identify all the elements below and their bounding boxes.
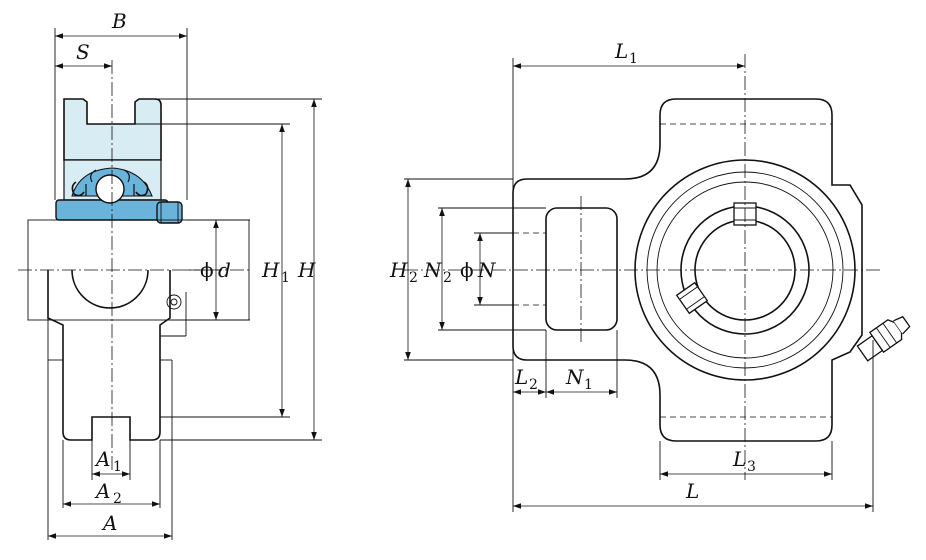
label-S: S [76, 40, 90, 64]
label-A1-sub: 1 [113, 459, 122, 475]
label-H2-sub: 2 [409, 270, 418, 286]
label-N2-sub: 2 [443, 270, 452, 286]
label-H1: H [261, 258, 280, 282]
label-H: H [297, 258, 316, 282]
label-A1: A [94, 447, 110, 471]
set-screw-lower [675, 281, 709, 315]
label-d-phi: ϕ [200, 258, 214, 282]
label-L3: L [732, 447, 746, 471]
label-A: A [101, 511, 117, 535]
label-L: L [685, 479, 699, 503]
seal-right [135, 181, 149, 197]
label-phiN-phi: ϕ [460, 258, 474, 282]
seal-lip-right [123, 169, 135, 196]
label-L1-sub: 1 [629, 51, 638, 67]
grease-nipple-side [166, 294, 182, 310]
housing-top-slot [63, 98, 162, 161]
seal-lip-left [85, 169, 97, 196]
seal-left [71, 181, 85, 197]
label-L3-sub: 3 [747, 459, 756, 475]
label-A2: A [94, 479, 110, 503]
label-N1-sub: 1 [584, 377, 593, 393]
bearing-ball [95, 174, 125, 204]
label-phiN: N [477, 258, 497, 282]
shaft-bore [71, 269, 149, 309]
label-L1: L [614, 39, 628, 63]
label-N2: N [423, 258, 443, 282]
side-view: B S ϕ d H 1 H A 1 A 2 A [18, 9, 322, 540]
set-screw [156, 201, 183, 224]
label-L2-sub: 2 [529, 377, 538, 393]
label-d: d [218, 258, 231, 282]
slot [545, 207, 618, 331]
label-L2: L [514, 365, 528, 389]
label-B: B [111, 9, 127, 33]
grease-nipple [856, 315, 911, 362]
housing-outline [512, 98, 863, 442]
front-view: L 1 H 2 N 2 ϕ N L 2 N 1 L 3 L [389, 39, 911, 512]
label-A2-sub: 2 [113, 491, 122, 507]
label-H1-sub: 1 [281, 270, 290, 286]
label-H2: H [389, 258, 408, 282]
housing-lower-body [47, 270, 171, 441]
label-N1: N [565, 365, 585, 389]
